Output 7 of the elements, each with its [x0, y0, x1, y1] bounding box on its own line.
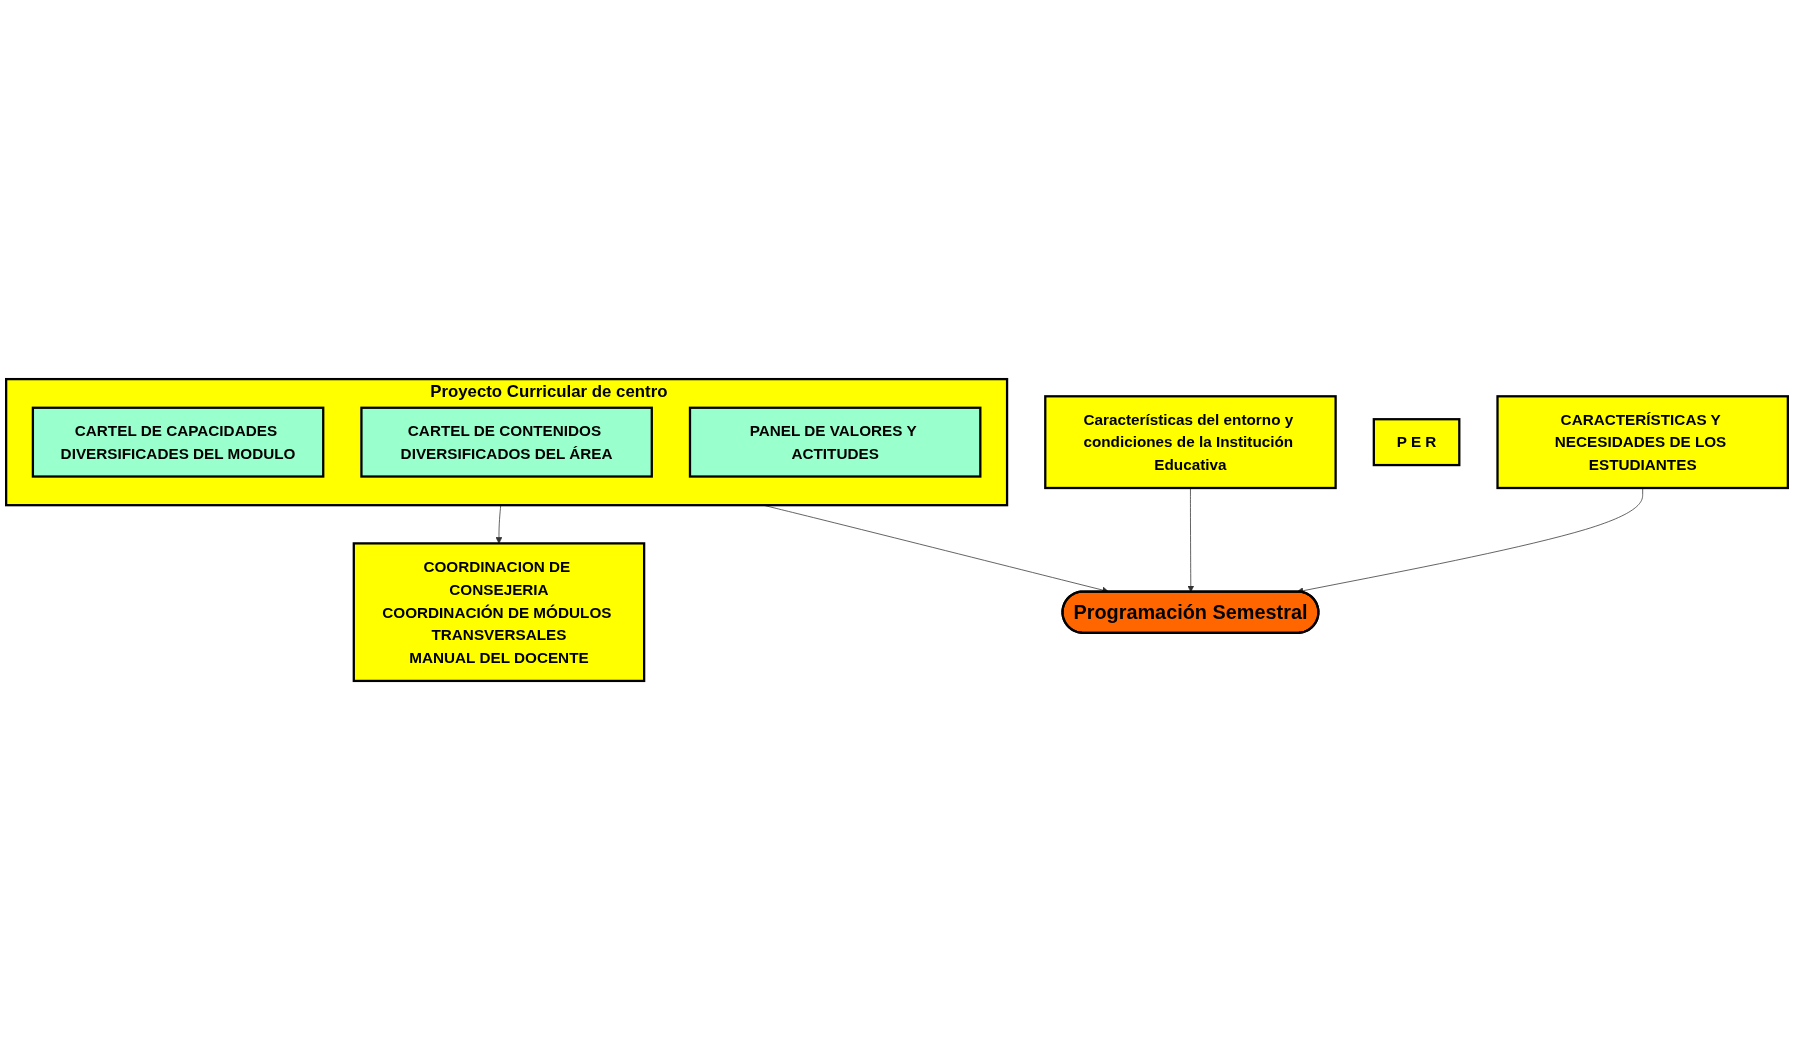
node-box: PANEL DE VALORES Y ACTITUDES: [688, 407, 982, 479]
node-box: CARACTERÍSTICAS Y NECESIDADES DE LOS ESTUDIANTES: [1496, 395, 1789, 490]
node-box: P E R: [1372, 418, 1461, 467]
node-box: Características del entorno y condiciones de la Institución Educativa: [1044, 395, 1337, 490]
node-box: CARTEL DE CAPACIDADES DIVERSIFICADES DEL MODULO: [31, 407, 325, 479]
node-box: COORDINACION DE CONSEJERIA COORDINACIÓN DE MÓDULOS TRANSVERSALES MANUAL DEL DOCENTE: [352, 542, 646, 683]
node-box: CARTEL DE CONTENIDOS DIVERSIFICADOS DEL ÁREA: [360, 407, 653, 479]
